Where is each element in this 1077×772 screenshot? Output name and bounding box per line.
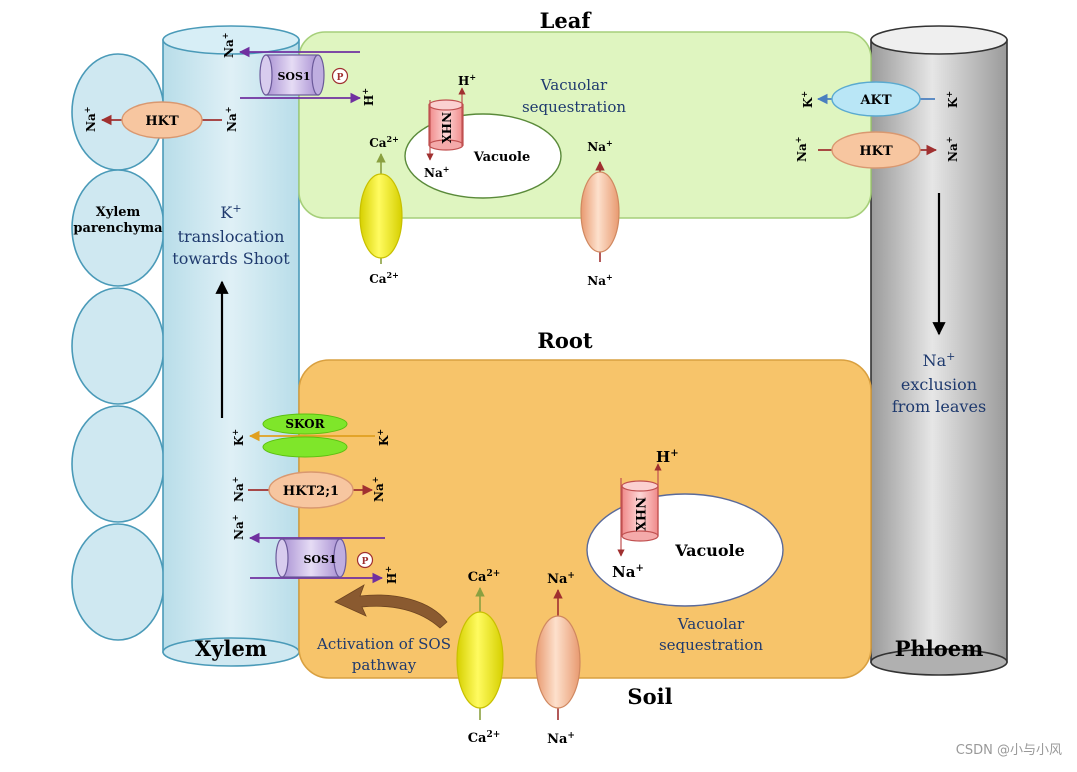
k-translocation-label-2: translocation — [178, 227, 285, 246]
root-hkt21-na-left: Na+ — [230, 477, 246, 502]
leaf-hkt2-na-right: Na+ — [944, 137, 960, 162]
sos-activation-label-2: pathway — [352, 656, 417, 674]
leaf-hkt-na-left: Na+ — [82, 107, 98, 132]
leaf-ca-channel — [359, 173, 403, 259]
root-hkt21-transporter — [268, 471, 354, 509]
root-nhx-na: Na+ — [612, 563, 644, 581]
sos-activation-arrow — [334, 584, 448, 629]
leaf-phospho-label: P — [337, 73, 344, 83]
xylem-parenchyma-label-2: parenchyma — [73, 221, 163, 236]
leaf-sos1-label: SOS1 — [277, 70, 310, 83]
root-ca-out: Ca2+ — [468, 730, 501, 746]
leaf-akt-transporter — [831, 81, 921, 117]
leaf-nhx-h: H+ — [458, 72, 476, 88]
soil-title: Soil — [627, 684, 672, 709]
root-nhx-h: H+ — [656, 448, 679, 466]
k-translocation-label-1: K+ — [220, 202, 241, 222]
leaf-sos1-na-out: Na+ — [220, 33, 236, 58]
root-phospho-label: P — [362, 557, 369, 567]
na-exclusion-label-1: Na+ — [923, 350, 956, 370]
leaf-vacuolar-label-1: Vacuolar — [540, 76, 608, 94]
leaf-vacuolar-label-2: sequestration — [522, 98, 626, 116]
leaf-sos1-antiporter: SOS1 P — [238, 46, 362, 104]
leaf-hkt2-transporter — [831, 131, 921, 169]
root-sos1-label: SOS1 — [303, 553, 336, 566]
leaf-sos1-h: H+ — [360, 88, 376, 106]
root-skor-transporter-lower — [262, 436, 348, 458]
na-exclusion-label-3: from leaves — [892, 397, 986, 416]
parenchyma-cell — [71, 523, 165, 641]
xylem-parenchyma-cells — [71, 53, 165, 641]
leaf-na-out: Na+ — [587, 272, 612, 288]
root-title: Root — [537, 328, 592, 353]
leaf-hkt2-na-left: Na+ — [793, 137, 809, 162]
leaf-ca-in: Ca2+ — [369, 134, 399, 150]
root-na-in: Na+ — [547, 571, 575, 587]
leaf-na-channel — [580, 171, 620, 253]
root-vacuole-label: Vacuole — [674, 541, 745, 560]
leaf-hkt-na-right: Na+ — [223, 107, 239, 132]
leaf-akt-k-left: K+ — [799, 91, 815, 108]
phloem-title: Phloem — [895, 636, 984, 661]
xylem-title: Xylem — [195, 636, 267, 661]
root-cell — [298, 359, 872, 679]
root-na-out: Na+ — [547, 731, 575, 747]
leaf-nhx-label: NHX — [439, 112, 453, 144]
leaf-nhx-antiporter: NHX — [426, 87, 466, 161]
root-vacuolar-label-2: sequestration — [659, 636, 763, 654]
root-nhx-antiporter: NHX — [617, 463, 662, 557]
root-skor-transporter — [262, 413, 348, 435]
root-sos1-antiporter: SOS1 P — [248, 532, 385, 584]
root-vacuolar-label-1: Vacuolar — [677, 615, 745, 633]
leaf-akt-label: AKT — [859, 93, 891, 108]
csdn-watermark: CSDN @小与小风 — [956, 743, 1062, 758]
leaf-hkt-transporter — [121, 101, 203, 139]
na-exclusion-label-2: exclusion — [901, 375, 977, 394]
leaf-nhx-na: Na+ — [424, 164, 449, 180]
leaf-hkt2-label: HKT — [859, 144, 893, 159]
leaf-akt-k-right: K+ — [944, 91, 960, 108]
root-nhx-label: NHX — [632, 497, 647, 532]
root-na-channel — [535, 615, 581, 709]
leaf-ca-out: Ca2+ — [369, 270, 399, 286]
root-skor-k-left: K+ — [230, 429, 246, 446]
sos-activation-label-1: Activation of SOS — [316, 635, 451, 653]
root-skor-label: SKOR — [285, 417, 325, 431]
root-skor-k-right: K+ — [375, 429, 391, 446]
root-sos1-na-out: Na+ — [230, 515, 246, 540]
leaf-vacuole-label: Vacuole — [473, 150, 531, 165]
leaf-title: Leaf — [540, 8, 593, 33]
root-ca-channel — [456, 611, 504, 709]
root-hkt21-label: HKT2;1 — [283, 484, 339, 499]
root-hkt21-na-right: Na+ — [370, 477, 386, 502]
xylem-parenchyma-label-1: Xylem — [96, 205, 141, 220]
root-sos1-h: H+ — [383, 566, 399, 584]
root-ca-in: Ca2+ — [468, 569, 501, 585]
parenchyma-cell — [71, 405, 165, 523]
leaf-na-in: Na+ — [587, 138, 612, 154]
parenchyma-cell — [71, 287, 165, 405]
leaf-hkt-label: HKT — [145, 114, 179, 129]
k-translocation-label-3: towards Shoot — [172, 249, 290, 268]
